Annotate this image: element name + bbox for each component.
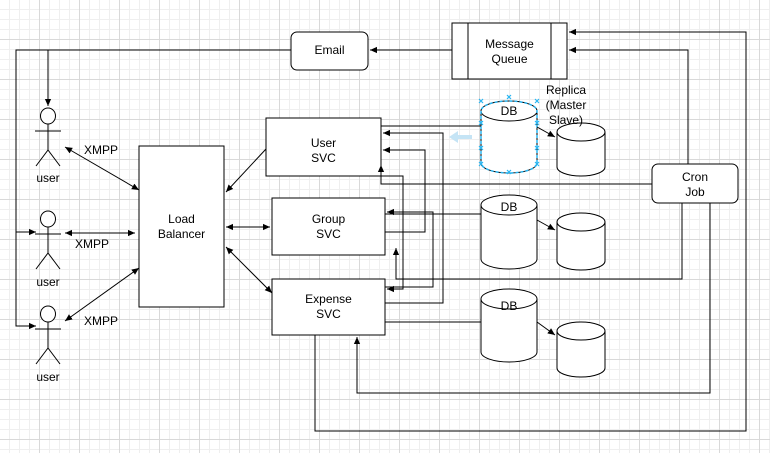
- edge-user-to-expense-svc[interactable]: [381, 175, 404, 293]
- user-db-replica-cylinder[interactable]: [556, 122, 606, 177]
- edge-lb-user-svc[interactable]: [225, 148, 267, 193]
- group-db-cylinder[interactable]: [480, 194, 538, 270]
- user-actor-3[interactable]: [35, 305, 61, 365]
- xmpp-label-3: XMPP: [84, 314, 119, 328]
- edge-expense-to-user-svc[interactable]: [383, 129, 444, 304]
- edge-cron-to-queue-1[interactable]: [569, 46, 689, 164]
- edge-email-to-user-2[interactable]: [15, 49, 48, 236]
- edge-cron-to-user-svc[interactable]: [377, 165, 652, 185]
- edge-expense-to-queue[interactable]: [314, 28, 747, 432]
- expense-svc-node[interactable]: [271, 278, 386, 336]
- edge-group-db-replica[interactable]: [536, 219, 556, 231]
- group-db-replica-cylinder[interactable]: [556, 212, 606, 271]
- edge-user-1-lb[interactable]: [64, 146, 140, 191]
- user-actor-1[interactable]: [35, 107, 61, 167]
- email-node[interactable]: [290, 31, 369, 71]
- cron-job-node[interactable]: [651, 163, 739, 204]
- hint-arrow-icon: [449, 131, 472, 143]
- edge-lb-expense-svc[interactable]: [225, 246, 273, 294]
- message-queue-node[interactable]: [451, 22, 568, 80]
- user-db-cylinder[interactable]: [480, 100, 538, 174]
- edge-user-3-lb[interactable]: [64, 267, 140, 322]
- edge-group-to-user-svc[interactable]: [383, 146, 426, 233]
- edge-cron-to-expense-svc[interactable]: [353, 203, 711, 394]
- edge-email-to-user-1[interactable]: [44, 49, 291, 106]
- load-balancer-node[interactable]: [138, 145, 225, 308]
- edge-user-db-replica[interactable]: [536, 126, 556, 138]
- edge-cron-to-group-svc[interactable]: [392, 203, 683, 280]
- group-svc-node[interactable]: [271, 197, 386, 256]
- expense-db-cylinder[interactable]: [480, 288, 538, 363]
- edge-expense-db-replica[interactable]: [536, 321, 556, 336]
- user-actor-2[interactable]: [35, 210, 61, 270]
- expense-db-replica-cylinder[interactable]: [556, 321, 606, 378]
- selection-handles: [478, 94, 540, 175]
- edge-expense-to-group-svc[interactable]: [385, 208, 434, 288]
- edge-email-to-user-3[interactable]: [15, 232, 36, 330]
- xmpp-label-1: XMPP: [84, 143, 119, 157]
- xmpp-label-2: XMPP: [75, 237, 110, 251]
- user-svc-node[interactable]: [265, 117, 382, 177]
